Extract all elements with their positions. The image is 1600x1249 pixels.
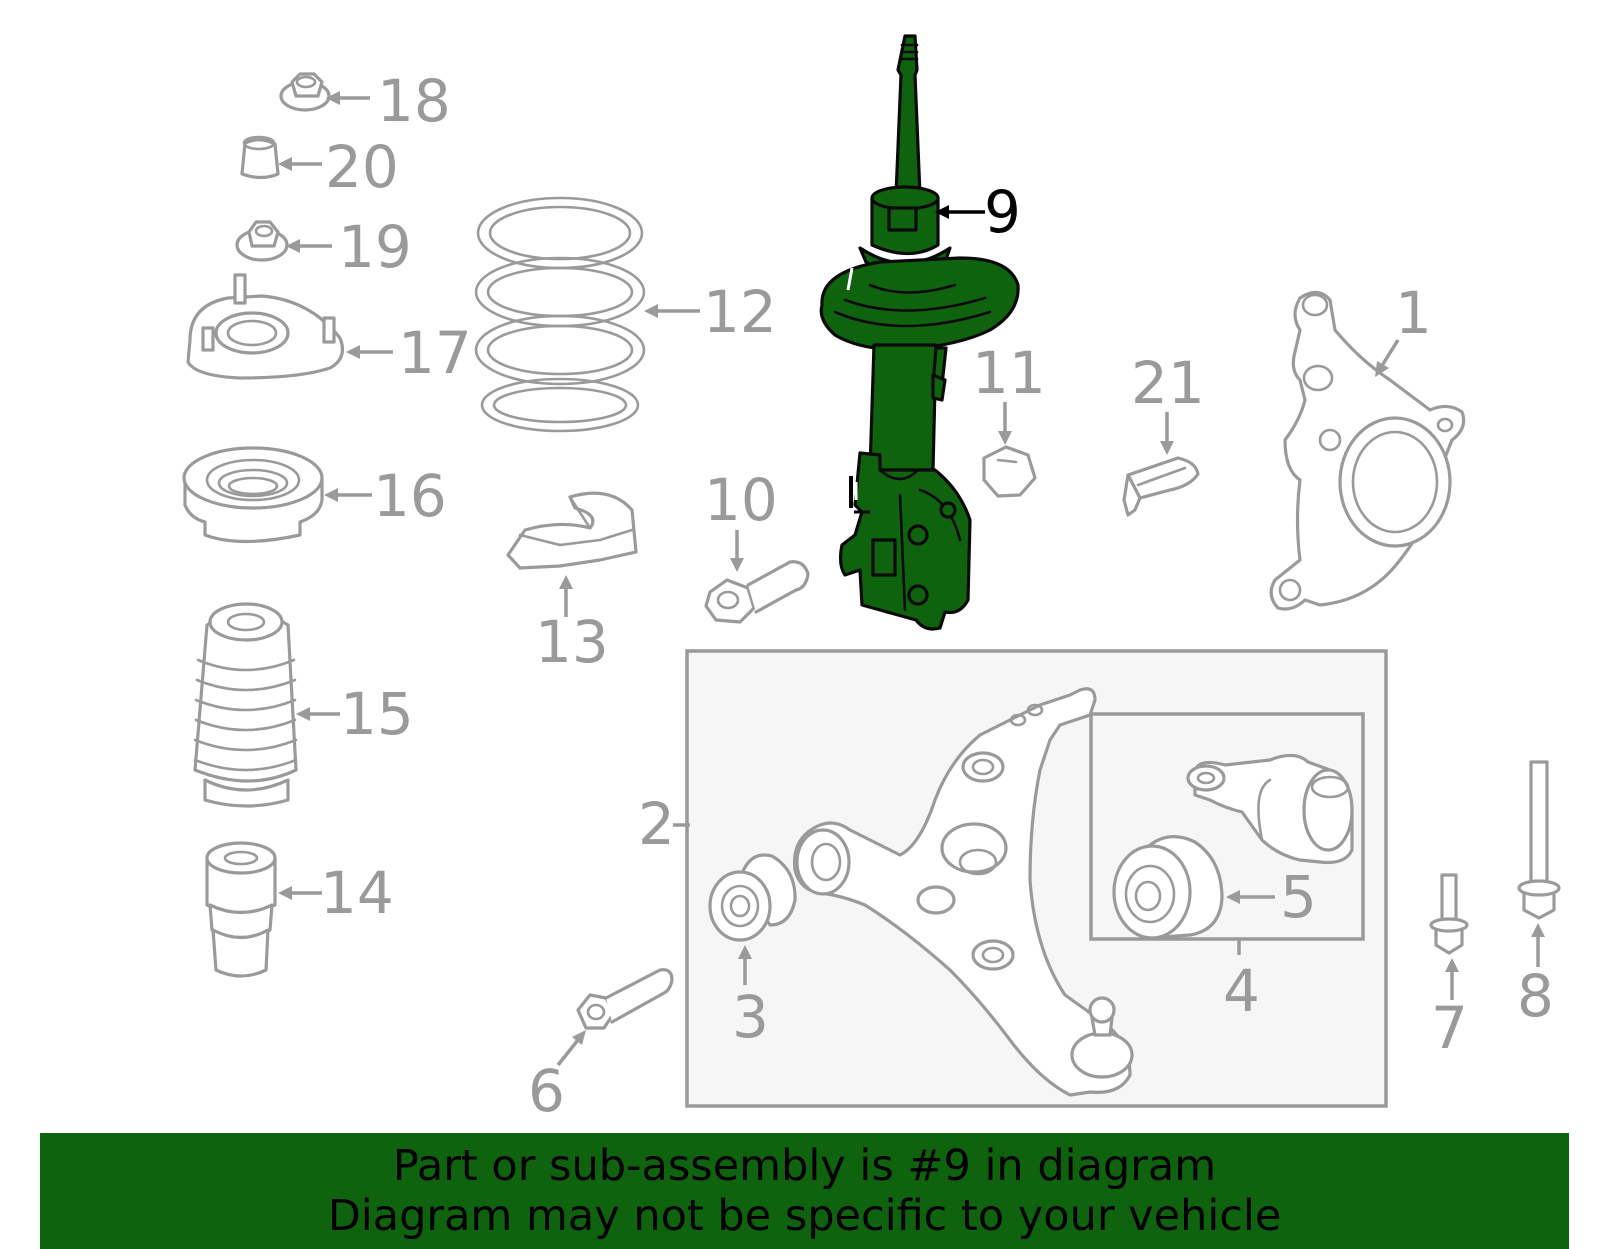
part-14-bump-stop[interactable] xyxy=(205,841,277,978)
part-17-strut-mount[interactable] xyxy=(186,273,344,380)
part-3-front-bushing[interactable] xyxy=(708,853,797,942)
part-16-spring-seat[interactable] xyxy=(182,446,324,544)
callout-19: 19 xyxy=(338,213,412,281)
callout-9: 9 xyxy=(984,178,1021,246)
callout-14: 14 xyxy=(320,859,394,927)
part-13-spring-insulator[interactable] xyxy=(506,491,638,570)
callout-17: 17 xyxy=(398,319,472,387)
footer-banner: Part or sub-assembly is #9 in diagram Di… xyxy=(40,1133,1569,1249)
part-11-nut[interactable] xyxy=(982,445,1037,498)
callout-5: 5 xyxy=(1280,863,1317,931)
callout-16: 16 xyxy=(373,462,447,530)
footer-line-1: Part or sub-assembly is #9 in diagram xyxy=(392,1141,1217,1191)
part-18-flange-nut[interactable] xyxy=(279,72,331,112)
callout-4: 4 xyxy=(1223,957,1260,1025)
part-6-arm-bolt[interactable] xyxy=(576,968,674,1030)
part-1-steering-knuckle[interactable] xyxy=(1269,290,1466,611)
callout-12: 12 xyxy=(703,278,777,346)
footer-line-2: Diagram may not be specific to your vehi… xyxy=(327,1191,1282,1241)
part-20-cap[interactable] xyxy=(240,135,280,180)
callout-8: 8 xyxy=(1517,962,1554,1030)
part-10-strut-bolt[interactable] xyxy=(704,560,810,624)
part-19-mount-nut[interactable] xyxy=(235,220,289,262)
callout-1: 1 xyxy=(1395,279,1432,347)
callout-7: 7 xyxy=(1431,994,1468,1062)
callout-2: 2 xyxy=(638,790,675,858)
callout-13: 13 xyxy=(535,608,609,676)
part-21-bracket[interactable] xyxy=(1122,456,1200,517)
part-7-bolt[interactable] xyxy=(1429,873,1469,955)
callout-15: 15 xyxy=(340,680,414,748)
callout-20: 20 xyxy=(325,133,399,201)
callout-3: 3 xyxy=(732,983,769,1051)
callout-11: 11 xyxy=(972,339,1046,407)
part-5-rear-bushing[interactable] xyxy=(1112,835,1224,940)
part-15-dust-boot[interactable] xyxy=(193,602,298,808)
callout-18: 18 xyxy=(377,67,451,135)
callout-10: 10 xyxy=(704,466,778,534)
part-9-strut[interactable] xyxy=(819,34,1020,631)
part-12-coil-spring[interactable] xyxy=(474,196,646,433)
callout-21: 21 xyxy=(1131,349,1205,417)
part-2-lower-control-arm[interactable] xyxy=(792,687,1134,1097)
part-8-long-bolt[interactable] xyxy=(1517,760,1561,920)
callout-6: 6 xyxy=(528,1057,565,1125)
part-4-bushing-bracket[interactable] xyxy=(1186,753,1354,865)
